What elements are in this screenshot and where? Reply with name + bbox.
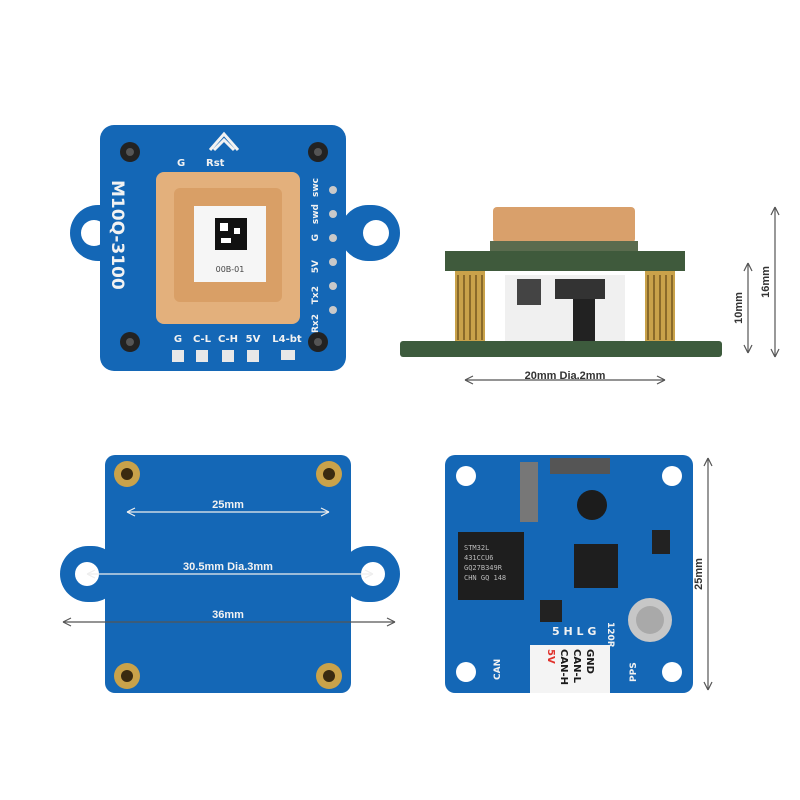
svg-text:STM32L: STM32L (464, 544, 489, 552)
can-connector (530, 645, 610, 693)
mcu-chip (458, 532, 524, 600)
svg-text:5V: 5V (246, 334, 261, 345)
svg-text:431CCU6: 431CCU6 (464, 554, 494, 562)
svg-text:G: G (174, 334, 182, 345)
qr-code-icon (215, 218, 247, 250)
bottom-standoffs (114, 461, 342, 689)
side-pads (329, 186, 337, 314)
rear-top-connector (550, 458, 610, 474)
svg-text:swd: swd (311, 204, 321, 224)
svg-text:Tx2: Tx2 (311, 286, 321, 304)
mcu-chip-text: STM32L 431CCU6 GQ27B349R CHN GQ 148 (464, 544, 506, 582)
dim-25-label: 25mm (212, 499, 244, 511)
gps-board-side-view: 20mm Dia.2mm 10mm 16mm (400, 206, 780, 385)
svg-text:G: G (311, 234, 321, 241)
height-10-label: 10mm (733, 292, 745, 324)
model-label: M10Q-3100 (107, 180, 127, 290)
svg-text:C-L: C-L (193, 334, 212, 345)
rear-buzzer (577, 490, 607, 520)
corner-screws (120, 142, 328, 352)
rear-holes (456, 466, 682, 682)
label-5hlg: 5 H L G (552, 625, 596, 638)
svg-text:Rx2: Rx2 (311, 314, 321, 333)
svg-text:CAN-L: CAN-L (571, 649, 582, 684)
dim-305-label: 30.5mm Dia.3mm (183, 561, 273, 573)
svg-text:5V: 5V (545, 649, 556, 664)
height-16-label: 16mm (760, 266, 772, 298)
bottom-labels: G C-L C-H 5V L4-bt (174, 334, 302, 345)
svg-text:CAN-H: CAN-H (558, 649, 569, 685)
svg-text:CHN GQ 148: CHN GQ 148 (464, 574, 506, 582)
label-rst: Rst (206, 158, 225, 169)
side-upper-pcb (445, 251, 685, 271)
gps-board-bottom-view: 25mm 30.5mm Dia.3mm 36mm (60, 455, 400, 693)
gps-board-top-view: 00B-01 M10Q-3100 G Rst swc swd G 5V Tx2 … (70, 125, 400, 371)
rear-height-label: 25mm (693, 558, 705, 590)
dim-36-label: 36mm (212, 609, 244, 621)
chip-code: 00B-01 (216, 265, 245, 274)
connector-labels: 5V CAN-H CAN-L GND (545, 649, 595, 685)
rear-pcb-body (445, 455, 693, 693)
secondary-chip (574, 544, 618, 588)
svg-text:L4-bt: L4-bt (272, 334, 302, 345)
svg-text:swc: swc (311, 178, 321, 197)
side-width-label: 20mm Dia.2mm (525, 370, 606, 382)
svg-text:5V: 5V (311, 260, 321, 273)
gps-board-rear-view: STM32L 431CCU6 GQ27B349R CHN GQ 148 5 H … (445, 455, 713, 693)
label-can: CAN (493, 659, 503, 680)
side-lower-pcb (400, 341, 722, 357)
side-antenna (493, 207, 635, 243)
side-labels: swc swd G 5V Tx2 Rx2 (311, 178, 321, 333)
svg-text:C-H: C-H (218, 334, 238, 345)
direction-arrow-icon (208, 131, 240, 152)
side-standoffs (455, 271, 675, 343)
label-pps: PPS (629, 662, 639, 682)
bottom-pads (172, 350, 295, 362)
label-g: G (177, 158, 185, 169)
svg-text:GQ27B349R: GQ27B349R (464, 564, 503, 572)
svg-text:GND: GND (584, 649, 595, 674)
label-120r: 120R (605, 622, 615, 648)
